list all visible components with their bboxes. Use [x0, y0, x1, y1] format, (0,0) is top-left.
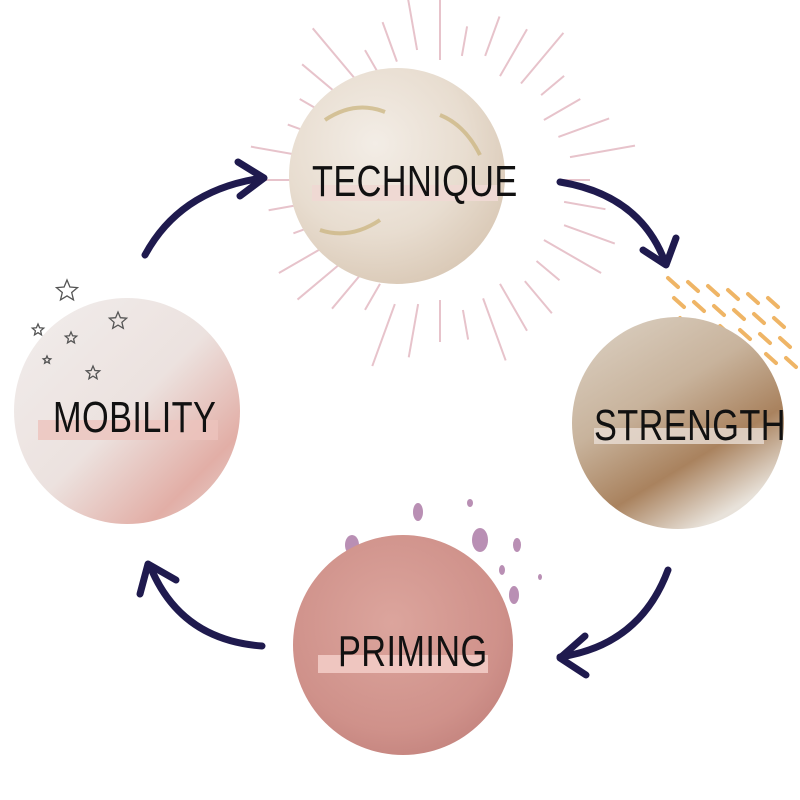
arrow-strength-to-priming: [556, 566, 672, 679]
star-icon: [84, 364, 102, 381]
sun-ray: [460, 26, 469, 57]
arrow-technique-to-strength: [556, 178, 680, 269]
technique-label-highlight: [312, 185, 498, 201]
priming-label-highlight: [318, 655, 488, 673]
dash: [778, 336, 792, 349]
dash: [706, 284, 720, 297]
star-icon: [41, 354, 53, 365]
arrow-priming-to-mobility: [136, 560, 266, 650]
dash: [766, 296, 780, 309]
dash: [738, 328, 752, 341]
sun-rays-decoration: [250, 0, 636, 367]
technique-label: TECHNIQUE: [312, 157, 518, 206]
star-icon: [63, 330, 79, 345]
sun-ray: [407, 303, 420, 358]
sun-ray: [461, 309, 470, 340]
sun-ray: [563, 200, 606, 211]
dash: [746, 292, 760, 305]
sun-ray: [381, 21, 398, 62]
sun-ray: [543, 98, 581, 121]
dash: [764, 352, 778, 365]
stars-decoration: [30, 278, 129, 381]
dash: [784, 356, 798, 369]
dash: [666, 276, 680, 289]
mobility-label: MOBILITY: [53, 393, 217, 442]
mobility-circle: [14, 298, 240, 524]
dash: [726, 288, 740, 301]
sun-ray: [535, 260, 561, 282]
dash: [758, 332, 772, 345]
sun-ray: [524, 280, 553, 314]
dash: [772, 316, 786, 329]
dash: [692, 300, 706, 313]
sun-ray: [331, 275, 360, 310]
dash: [732, 308, 746, 321]
cycle-arrows: [136, 158, 680, 679]
sun-ray: [296, 264, 340, 301]
sun-ray: [482, 298, 507, 361]
dash: [712, 304, 726, 317]
sun-ray: [499, 283, 528, 332]
arrow-mobility-to-technique: [141, 158, 268, 259]
dash: [686, 280, 700, 293]
sun-ray: [364, 283, 381, 311]
dash: [752, 312, 766, 325]
sun-ray: [407, 0, 419, 51]
sun-ray: [499, 28, 528, 77]
star-icon: [107, 310, 129, 330]
star-icon: [30, 322, 46, 337]
sun-ray: [371, 303, 396, 367]
sun-ray: [484, 16, 501, 57]
sun-ray: [558, 117, 610, 138]
mobility-label-highlight: [38, 420, 218, 440]
strength-label: STRENGTH: [594, 401, 786, 450]
priming-label: PRIMING: [338, 627, 488, 676]
star-icon: [54, 278, 80, 302]
strength-label-highlight: [594, 428, 764, 444]
sun-ray: [520, 32, 565, 85]
sun-ray: [311, 27, 356, 80]
strength-circle: [572, 317, 784, 529]
dash: [672, 296, 686, 309]
sun-ray: [563, 224, 616, 245]
sun-ray: [569, 144, 636, 159]
priming-circle: [293, 535, 513, 755]
sun-ray: [543, 239, 602, 274]
sun-ray: [540, 75, 565, 96]
